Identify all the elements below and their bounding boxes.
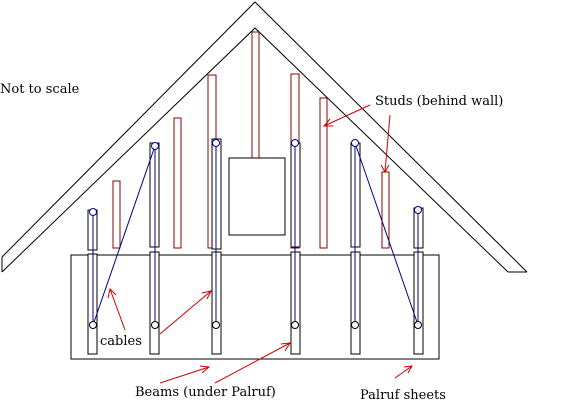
- stud: [319, 97, 328, 249]
- arrowhead: [380, 164, 390, 174]
- anchor: [89, 208, 97, 216]
- roof-inner: [1, 27, 509, 273]
- stud: [251, 31, 260, 159]
- annotation-arrows: [107, 104, 413, 384]
- arrow-beams-right: [214, 342, 291, 384]
- anchor: [212, 139, 220, 147]
- stud: [381, 171, 390, 249]
- arrow-cables-right: [159, 290, 212, 335]
- arrowhead: [107, 288, 117, 299]
- bottom-anchors: [89, 321, 422, 329]
- arrowhead: [403, 365, 413, 374]
- arrow-cables-left: [109, 288, 126, 331]
- anchor: [291, 321, 299, 329]
- roof-outer: [1, 1, 528, 273]
- not-to-scale-label: Not to scale: [0, 82, 80, 97]
- palruf-sheets-label: Palruf sheets: [360, 388, 446, 403]
- arrowhead: [280, 342, 291, 352]
- cable: [354, 142, 419, 326]
- roof-outline: [1, 1, 528, 273]
- window: [228, 157, 286, 236]
- arrow-studs-right: [384, 114, 391, 173]
- studs-label: Studs (behind wall): [375, 94, 503, 109]
- anchor: [212, 321, 220, 329]
- arrow-studs-left: [323, 104, 371, 127]
- anchor: [351, 321, 359, 329]
- anchor: [89, 321, 97, 329]
- arrow-beams-left: [159, 366, 210, 384]
- cable: [92, 145, 156, 326]
- anchor: [151, 142, 159, 150]
- beams-label: Beams (under Palruf): [135, 385, 276, 400]
- stud: [112, 180, 121, 249]
- anchor: [351, 139, 359, 147]
- cables: [92, 142, 419, 326]
- anchor: [151, 321, 159, 329]
- stud: [173, 117, 182, 249]
- anchor: [414, 321, 422, 329]
- arrow-palruf: [394, 365, 413, 379]
- cables-label: cables: [100, 334, 142, 349]
- anchor: [414, 206, 422, 214]
- arrowhead: [322, 118, 333, 127]
- cable-anchors: [89, 139, 422, 216]
- anchor: [291, 139, 299, 147]
- arrowhead: [201, 290, 212, 300]
- arrowhead: [199, 365, 211, 374]
- palruf-sheets-panel: [70, 254, 440, 360]
